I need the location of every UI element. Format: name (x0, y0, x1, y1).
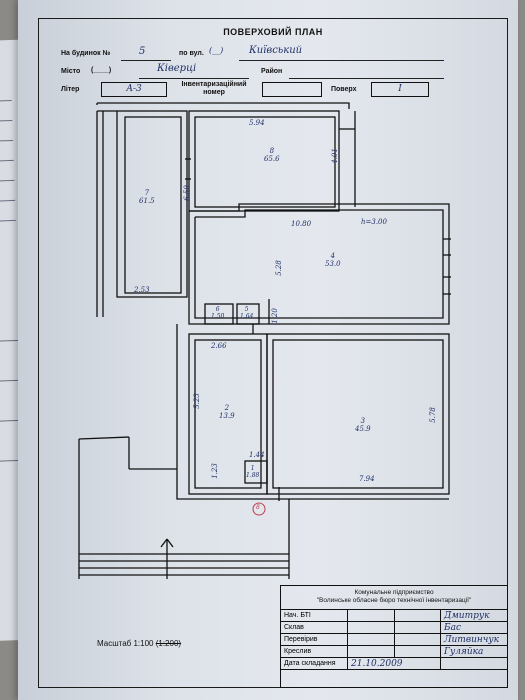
city-name: Ківерці (157, 63, 197, 74)
room-1-outline (244, 460, 268, 484)
room-7-outline (116, 110, 188, 298)
floor-plan (78, 102, 451, 579)
district-label: Район (261, 68, 283, 75)
stamp-table: Нач. БТІ Дмитрук Склав Бас Перевірив Лит… (280, 609, 508, 670)
dim-528: 5.28 (274, 260, 283, 276)
room-8-outline (188, 110, 340, 212)
room-3-outline (266, 333, 450, 495)
stamp-row: Дата складання 21.10.2009 (280, 657, 508, 670)
city-paren: (____) (91, 67, 112, 74)
street-name: Київський (249, 45, 303, 56)
plan-top-line (97, 102, 350, 109)
stamp-row: Нач. БТІ Дмитрук (280, 609, 508, 622)
street-type: (__) (209, 46, 224, 55)
floor-label: Поверх (331, 86, 357, 93)
org-line-1: Комунальне підприємство (354, 589, 434, 596)
inventory-value (262, 82, 322, 97)
floor-value: І (371, 82, 429, 97)
liter-value: А-3 (101, 82, 167, 97)
liter-label: Літер (61, 86, 80, 93)
dim-1080: 10.80 (291, 220, 312, 228)
document-frame: ПОВЕРХОВИЙ ПЛАН На будинок № 5 по вул. (… (38, 18, 508, 688)
dim-253: 2.53 (134, 286, 150, 294)
dim-650: 6.50 (182, 185, 191, 201)
org-line-2: "Волинське обласне бюро технічної інвент… (316, 597, 472, 604)
house-number: 5 (139, 46, 146, 57)
axis-marker: 8 (256, 504, 260, 511)
title-block: Комунальне підприємство "Волинське облас… (280, 585, 508, 688)
stamp-row: Склав Бас (280, 621, 508, 634)
street-label: по вул. (179, 50, 204, 57)
dim-523: 5.23 (192, 393, 201, 409)
room-4-outline (188, 203, 450, 325)
dim-144: 1.44 (249, 451, 265, 459)
dim-594: 5.94 (249, 119, 265, 127)
dim-266: 2.66 (211, 342, 227, 350)
city-label: Місто (61, 68, 81, 75)
document-title: ПОВЕРХОВИЙ ПЛАН (223, 27, 323, 37)
dim-123: 1.23 (210, 463, 219, 479)
stamp-row: Креслив Гуляйка (280, 645, 508, 658)
house-label: На будинок № (61, 50, 111, 57)
document-page: ПОВЕРХОВИЙ ПЛАН На будинок № 5 по вул. (… (18, 0, 518, 700)
dim-401: 4.01 (330, 148, 339, 164)
stamp-row: Перевірив Литвинчук (280, 633, 508, 646)
dim-ceiling-height: h=3.00 (361, 218, 387, 226)
scale-label: Масштаб 1:100 (1:200) (97, 639, 182, 648)
dim-794: 7.94 (359, 475, 375, 483)
dim-120: 1.20 (270, 308, 279, 324)
dim-578: 5.78 (428, 407, 437, 423)
inventory-label: Інвентаризаційний номер (181, 81, 247, 96)
